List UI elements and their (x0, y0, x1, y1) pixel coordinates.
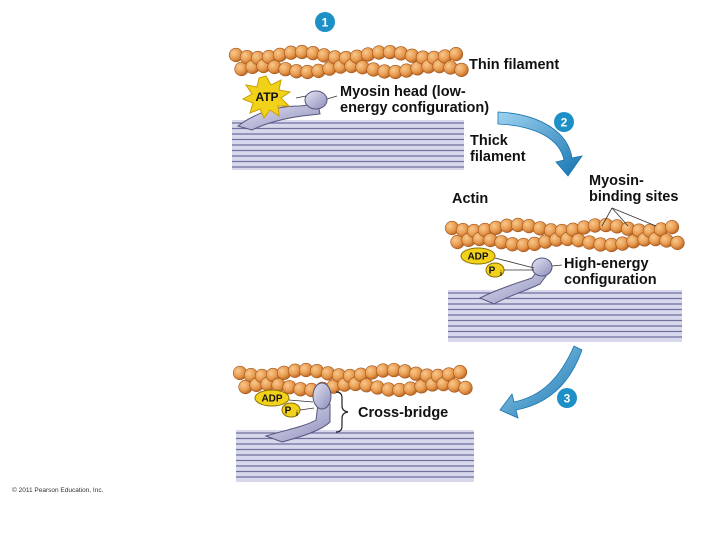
thick-filament-label-line2: filament (470, 149, 526, 165)
step-1-badge: 1 (315, 12, 335, 32)
thin-filament-label: Thin filament (469, 57, 559, 73)
step-2-myosin-head (478, 257, 553, 305)
actin-bead (458, 380, 473, 395)
step-1-thin-filament (228, 44, 469, 80)
actin-label: Actin (452, 191, 488, 207)
thick-filament-label-line1: Thick (470, 133, 509, 149)
step-3-adp-molecule: ADP (254, 389, 290, 407)
actin-bead (452, 365, 468, 380)
high-energy-label-line2: configuration (564, 272, 657, 288)
myosin-head-label-line1: Myosin head (low- (340, 84, 466, 100)
step-3-panel: ADP P i Cross-bridge (232, 362, 474, 482)
step-3-phosphate-subscript: i (296, 411, 298, 418)
transition-arrow-2-to-3 (499, 345, 583, 419)
myosin-binding-sites-label-line2: binding sites (589, 189, 678, 205)
myosin-binding-sites-label-line1: Myosin- (589, 173, 644, 189)
actin-bead (454, 62, 469, 77)
step-2-thin-filament (444, 217, 685, 253)
atp-label: ATP (255, 90, 278, 104)
step-1-panel: ATP 1 Thin filament Myosin head (low- en… (228, 12, 559, 170)
step-1-number: 1 (322, 16, 329, 30)
step-2-adp-label: ADP (467, 252, 488, 263)
step-3-myosin-head (264, 382, 332, 443)
step-2-number: 2 (561, 116, 568, 130)
step-3-thin-filament (232, 362, 473, 398)
copyright-notice: © 2011 Pearson Education, Inc. (12, 486, 104, 494)
high-energy-label-line1: High-energy (564, 256, 649, 272)
step-3-phosphate-label: P (285, 406, 292, 417)
step-2-adp-molecule: ADP (460, 247, 496, 265)
step-1-thick-filament (232, 120, 464, 170)
step-3-number: 3 (564, 392, 571, 406)
step-2-panel: ADP P i Actin Myosin- binding sites High… (444, 173, 685, 342)
step-2-badge: 2 (554, 112, 574, 132)
step-3-badge: 3 (557, 388, 577, 408)
actin-bead (448, 47, 464, 62)
step-2-phosphate-subscript: i (500, 271, 502, 278)
transition-arrow-1-to-2 (497, 111, 583, 177)
cross-bridge-label: Cross-bridge (358, 405, 448, 421)
step-2-phosphate: P i (485, 262, 505, 278)
step-2-phosphate-label: P (489, 266, 496, 277)
myosin-head-label-line2: energy configuration) (340, 100, 489, 116)
atp-molecule: ATP (241, 75, 292, 119)
step-3-phosphate: P i (281, 402, 301, 418)
step-3-adp-label: ADP (261, 394, 282, 405)
cross-bridge-brace (335, 391, 349, 433)
actin-bead (664, 220, 680, 235)
actin-bead (670, 235, 685, 250)
